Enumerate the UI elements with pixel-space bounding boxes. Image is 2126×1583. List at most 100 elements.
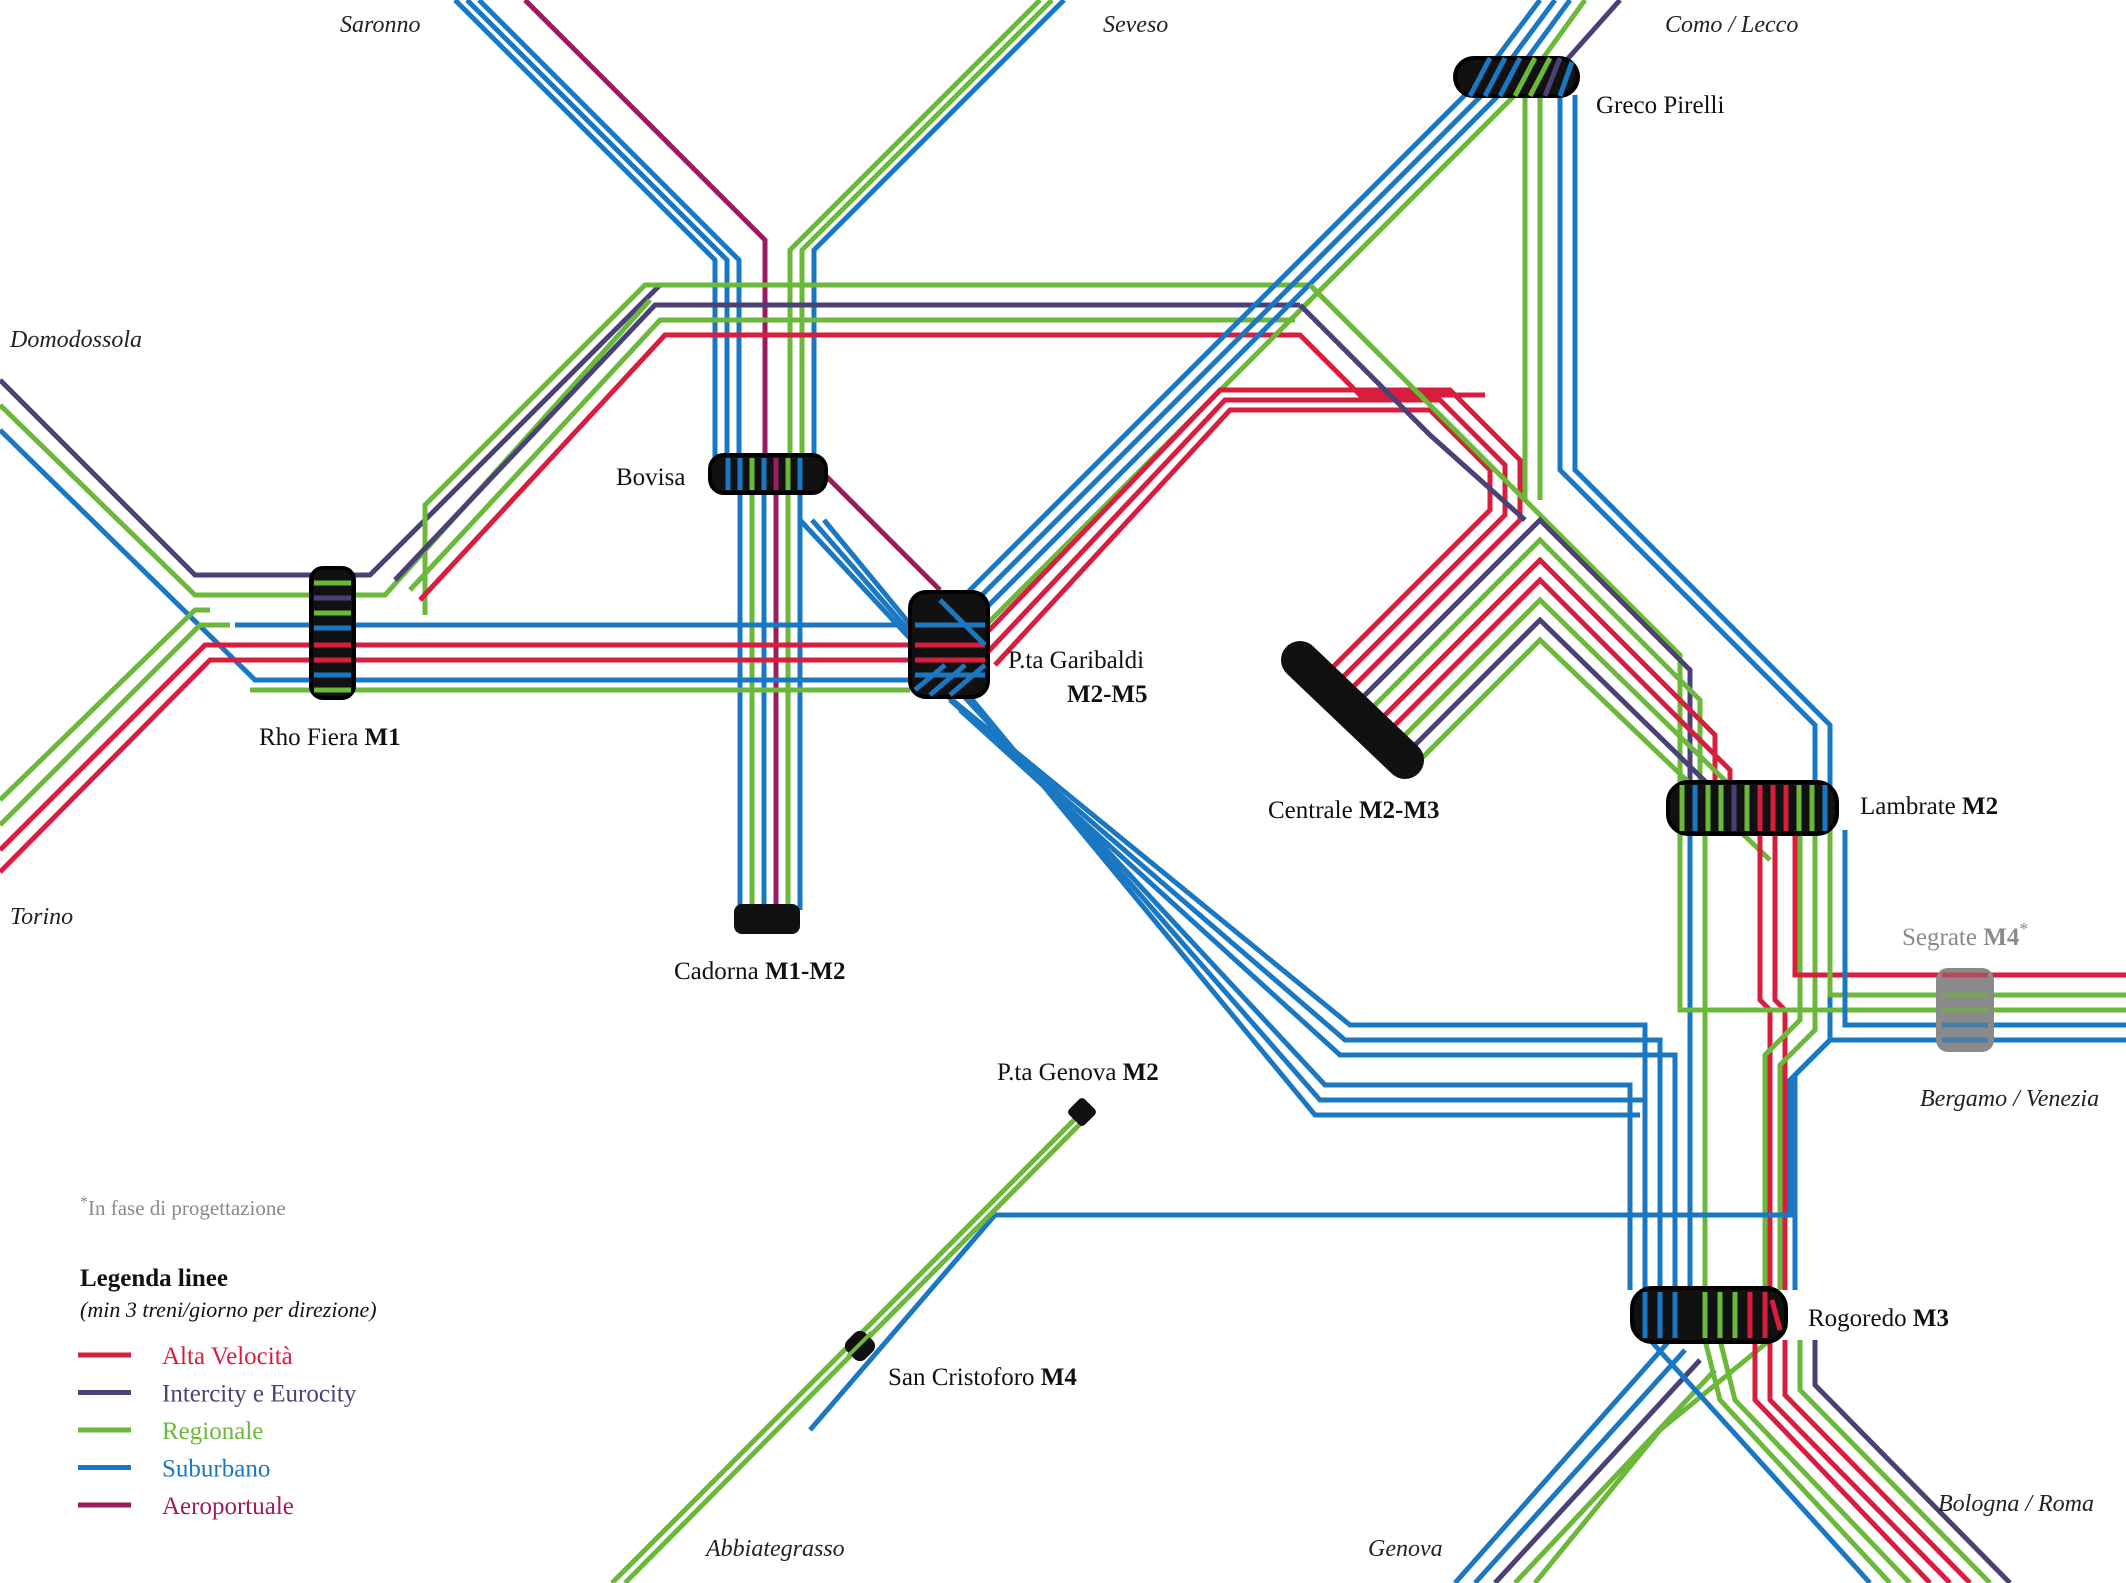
label-porta-genova: P.ta Genova M2 [997,1059,1159,1086]
line-bologna-regionale-3 [1797,1340,1992,1583]
line-bovisa-garibaldi-aeroportuale [818,468,942,592]
station-rogoredo[interactable] [1630,1286,1788,1344]
line-bologna-av-3 [1782,1340,1972,1583]
footnote: *In fase di progettazione [80,1194,286,1220]
line-bologna-regionale-2 [1717,1339,1912,1583]
line-lambrate-rogoredo-av-1 [1757,830,1773,1290]
line-saronno-suburbano-2 [465,0,730,470]
line-lambrate-rogoredo-regionale-4 [1777,830,1818,1290]
line-centrale-lambrate-av-1 [1378,556,1718,790]
station-rho-fiera[interactable] [309,566,356,700]
line-seveso-regionale-1 [787,0,1042,470]
station-centrale[interactable] [1281,641,1424,779]
line-saronno-suburbano-1 [453,0,718,470]
line-centrale-regionale-top [1308,283,1527,502]
legend-subtitle: (min 3 treni/giorno per direzione) [80,1297,377,1322]
labels: Saronno Seveso Como / Lecco Domodossola … [9,12,2099,1562]
legend-label: Intercity e Eurocity [162,1381,357,1408]
label-greco-pirelli: Greco Pirelli [1596,92,1724,119]
legend-title: Legenda linee [80,1265,228,1292]
line-genova-suburbano-2 [1473,1348,1687,1583]
line-passante-suburbano-1 [938,688,1648,1290]
line-torino-regionale-2 [0,622,230,827]
label-cadorna: Cadorna M1-M2 [674,958,845,985]
station-porta-genova[interactable] [1066,1096,1097,1127]
line-garibaldi-greco-suburbano-1 [938,0,1542,622]
line-lambrate-rogoredo-av-2 [1772,830,1788,1290]
line-bologna-regionale-1 [1702,1339,1892,1583]
line-garibaldi-av-loop-3 [993,407,1493,692]
line-saronno-aeroportuale [523,0,768,470]
line-passante-suburbano-6 [822,518,1640,1118]
line-bologna-suburbano [1648,1338,1872,1583]
line-bergamo-av [1792,830,2126,978]
line-bologna-intercity [1812,1340,2012,1583]
line-rho-loop-regionale-2 [408,317,1295,592]
line-domodossola-suburbano [0,428,910,683]
line-seveso-regionale-2 [799,0,1054,470]
line-cross-suburbano [808,1038,1832,1432]
line-garibaldi-av-loop-2 [983,397,1508,702]
line-torino-av-1 [0,642,910,852]
legend: Legenda linee (min 3 treni/giorno per di… [78,1265,377,1520]
line-seveso-suburbano [811,0,1066,470]
line-torino-av-2 [0,657,910,874]
line-genova-regionale [1513,1368,1717,1583]
station-cadorna[interactable] [734,904,800,934]
line-rho-loop-intercity [393,302,1300,582]
label-segrate: Segrate M4* [1902,919,2028,951]
label-porta-garibaldi-metro: M2-M5 [1067,681,1148,708]
label-rogoredo: Rogoredo M3 [1808,1305,1949,1332]
legend-label: Alta Velocità [162,1343,293,1370]
line-passante-suburbano-3 [958,708,1678,1290]
line-passante-suburbano-2 [948,698,1663,1290]
legend-label: Regionale [162,1418,263,1445]
destination-torino: Torino [10,904,73,930]
destination-como-lecco: Como / Lecco [1665,12,1798,38]
line-genova-regionale-2 [1533,1338,1772,1583]
line-bologna-av-1 [1752,1340,1932,1583]
line-genova-intercity [1493,1358,1702,1583]
label-lambrate: Lambrate M2 [1860,793,1998,820]
line-torino-regionale-1 [0,607,210,802]
legend-label: Suburbano [162,1456,270,1483]
line-saronno-suburbano-3 [477,0,742,470]
line-greco-lambrate-regionale-1 [1522,95,1683,790]
label-porta-garibaldi: P.ta Garibaldi [1008,647,1144,674]
line-genova-suburbano-1 [1453,1338,1672,1583]
stations [309,56,1994,1365]
line-lambrate-rogoredo-regionale-3 [1762,830,1803,1290]
destination-bologna-roma: Bologna / Roma [1938,1491,2094,1517]
label-san-cristoforo: San Cristoforo M4 [888,1364,1077,1391]
legend-label: Aeroportuale [162,1493,294,1520]
station-porta-garibaldi[interactable] [908,590,990,699]
destination-saronno: Saronno [340,12,420,38]
station-greco-pirelli[interactable] [1453,56,1580,98]
station-san-cristoforo[interactable] [842,1328,879,1365]
line-centrale-lambrate-intercity-2 [1408,616,1757,832]
station-bovisa[interactable] [708,453,828,495]
line-centrale-intercity-top [1298,303,1527,522]
line-bergamo-suburbano-1 [1842,830,2126,1028]
station-segrate[interactable] [1936,968,1994,1052]
destination-bergamo-venezia: Bergamo / Venezia [1920,1086,2099,1112]
line-garibaldi-av-loop-1 [973,387,1523,712]
line-rho-loop-av [418,332,1485,602]
line-bologna-av-2 [1767,1340,1952,1583]
destination-seveso: Seveso [1103,12,1168,38]
destination-genova: Genova [1368,1536,1443,1562]
line-centrale-lambrate-regionale [1368,536,1703,790]
line-bergamo-regionale-2 [1827,830,2126,998]
label-rho-fiera: Rho Fiera M1 [259,724,401,751]
label-centrale: Centrale M2-M3 [1268,797,1439,824]
line-greco-lambrate-suburbano-2 [1572,95,1833,790]
line-greco-lambrate-suburbano-1 [1557,95,1818,790]
destination-abbiategrasso: Abbiategrasso [704,1536,845,1562]
line-centrale-lambrate-regionale-2 [1398,596,1747,802]
station-lambrate[interactable] [1666,780,1839,836]
label-bovisa: Bovisa [616,464,685,491]
destination-domodossola: Domodossola [9,327,142,353]
